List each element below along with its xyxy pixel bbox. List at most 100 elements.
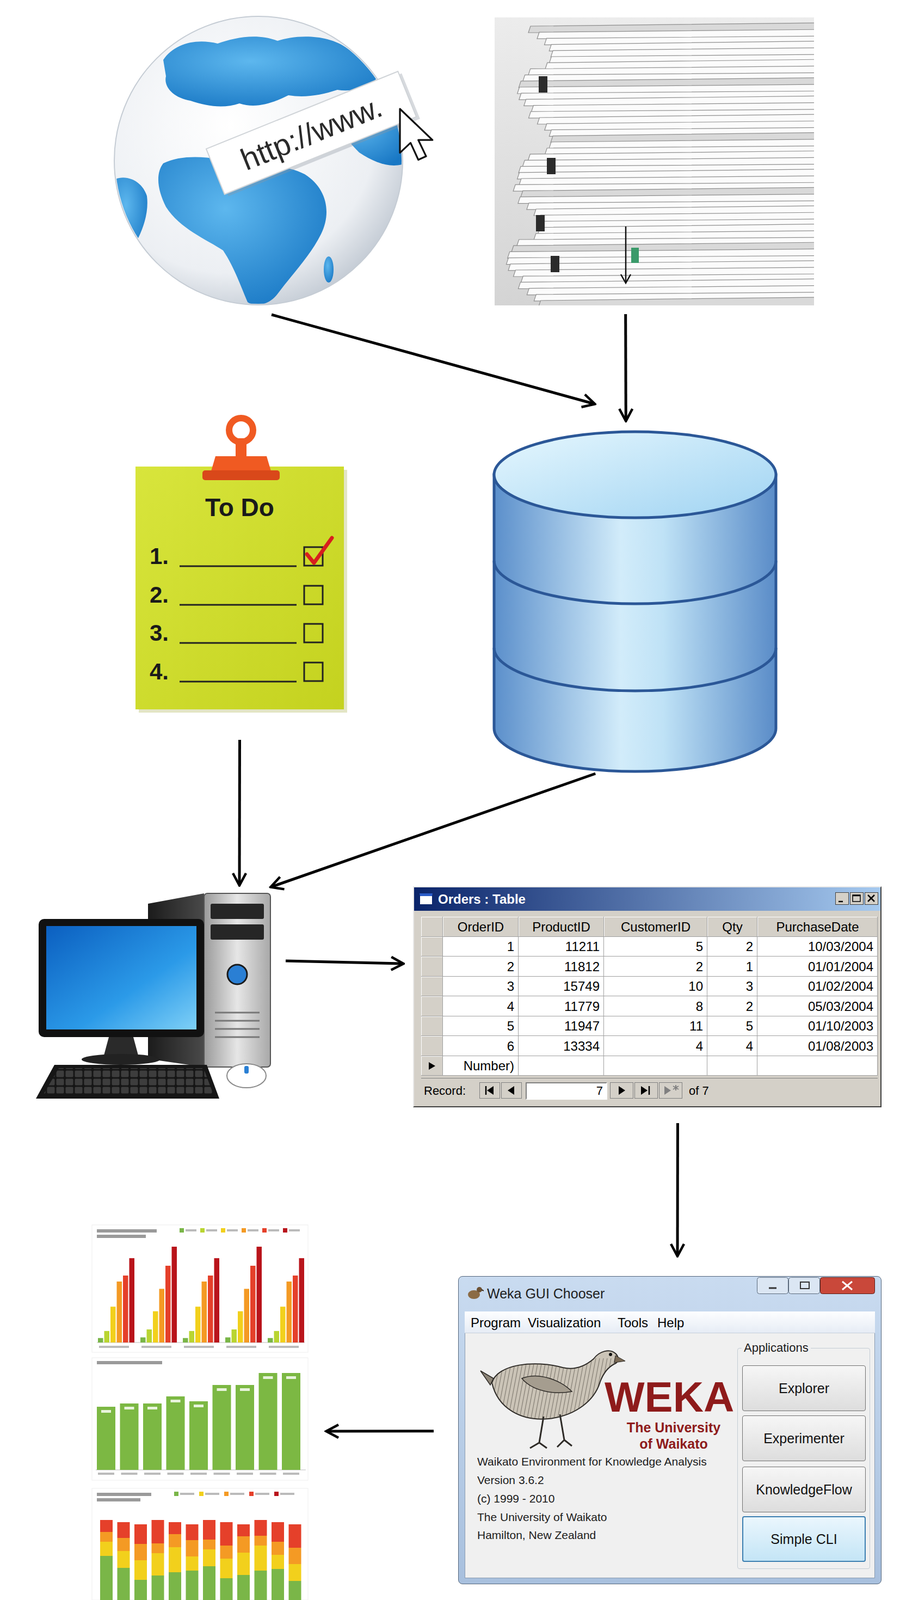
chart-illustration xyxy=(254,1544,268,1570)
table-cell xyxy=(421,976,443,997)
chart-illustration xyxy=(236,1471,254,1475)
computer-illustration xyxy=(244,1065,249,1074)
label-text: OrderID xyxy=(457,918,504,935)
table-cell xyxy=(603,956,708,977)
computer-illustration xyxy=(214,1019,260,1022)
paper-stack xyxy=(494,17,815,306)
text-slot: 13334 xyxy=(518,1035,604,1056)
computer-illustration xyxy=(226,1063,267,1088)
text-slot: 01/10/2003 xyxy=(757,1015,878,1037)
label-text: 2 xyxy=(746,938,754,954)
window-icon xyxy=(481,1289,484,1291)
label-text: WEKA xyxy=(604,1374,735,1419)
text-slot: (c) 1999 - 2010 xyxy=(477,1488,555,1507)
label-text: Experimenter xyxy=(763,1429,845,1446)
globe-illustration xyxy=(399,108,433,160)
chart-illustration xyxy=(226,1345,257,1348)
chart-illustration xyxy=(185,1228,197,1231)
computer-illustration xyxy=(38,918,205,1037)
text-slot: CustomerID xyxy=(603,916,708,937)
chart-illustration xyxy=(263,1375,274,1379)
text-slot: ProductID xyxy=(518,916,604,937)
chart-illustration xyxy=(186,1555,199,1570)
paper-stack-illustration xyxy=(535,76,639,283)
chart-illustration xyxy=(151,1574,165,1600)
globe-illustration xyxy=(111,16,433,305)
text-slot: Simple CLI xyxy=(743,1516,865,1561)
weka-bird xyxy=(484,1357,497,1421)
chart-illustration xyxy=(220,1557,233,1578)
window-buttons xyxy=(788,1277,821,1294)
chart-illustration xyxy=(151,1552,165,1575)
todo-note-illustration xyxy=(179,680,297,683)
todo-note-illustration xyxy=(202,470,280,480)
record-nav xyxy=(648,1085,651,1095)
chart-illustration xyxy=(220,1544,233,1558)
chart-illustration xyxy=(214,1257,220,1342)
chart-illustration xyxy=(247,1228,259,1231)
flow-arrow xyxy=(676,1122,680,1254)
label-text: Program xyxy=(470,1314,521,1330)
window-buttons xyxy=(842,1280,853,1290)
flow-arrow xyxy=(285,960,402,964)
label-text: 05/03/2004 xyxy=(808,997,874,1014)
text-slot: 01/01/2004 xyxy=(757,956,878,977)
chart-illustration xyxy=(202,1565,216,1600)
label-text: 3 xyxy=(746,977,754,994)
computer-illustration xyxy=(227,964,248,984)
chart-illustration xyxy=(271,1554,285,1569)
chart-illustration xyxy=(262,1227,267,1232)
chart-illustration xyxy=(271,1568,285,1600)
label-text: 2. xyxy=(149,581,169,609)
chart-illustration xyxy=(268,1345,299,1348)
weka-bird xyxy=(529,1415,547,1448)
label-text: 10/03/2004 xyxy=(808,938,874,954)
chart-illustration xyxy=(168,1546,182,1572)
weka-bird xyxy=(478,1357,490,1421)
label-text: 11947 xyxy=(564,1017,600,1034)
chart-illustration xyxy=(268,1228,280,1231)
label-text: 3 xyxy=(507,977,515,994)
chart-illustration xyxy=(193,1403,204,1407)
chart-illustration xyxy=(288,1523,302,1547)
chart-illustration xyxy=(220,1227,226,1232)
label-text: 5 xyxy=(695,938,704,954)
text-slot: Version 3.6.2 xyxy=(477,1469,545,1489)
flow-arrow xyxy=(271,314,593,404)
label-text: http://www. xyxy=(235,88,387,178)
database-cylinder xyxy=(492,428,778,772)
text-slot: 10 xyxy=(603,976,708,997)
record-nav xyxy=(610,1082,634,1099)
computer-illustration xyxy=(35,1064,220,1099)
window-buttons xyxy=(852,894,861,897)
chart-illustration xyxy=(267,1337,274,1342)
chart-illustration xyxy=(231,1328,238,1342)
weka-bird xyxy=(492,1357,505,1421)
chart-illustration xyxy=(199,1490,204,1496)
text-slot: Program xyxy=(470,1310,521,1333)
label-text: PurchaseDate xyxy=(775,918,859,935)
text-slot: 2 xyxy=(707,995,758,1016)
chart-illustration xyxy=(299,1257,305,1342)
label-text: 10 xyxy=(688,977,704,994)
record-nav xyxy=(487,1085,494,1095)
chart-illustration xyxy=(122,1274,129,1342)
row-selector xyxy=(428,1061,436,1070)
record-nav xyxy=(673,1085,679,1089)
record-nav xyxy=(479,1082,501,1099)
chart-illustration xyxy=(147,1406,158,1409)
chart-illustration xyxy=(100,1540,113,1556)
weka-bird xyxy=(526,1357,539,1421)
label-text: (c) 1999 - 2010 xyxy=(477,1490,555,1505)
chart-illustration xyxy=(195,1305,201,1342)
database-illustration xyxy=(494,647,776,691)
record-nav xyxy=(664,1085,671,1095)
computer-illustration xyxy=(214,1036,260,1038)
chart-illustration xyxy=(117,1567,131,1600)
record-nav xyxy=(609,1080,687,1100)
label-text: 11779 xyxy=(564,997,600,1014)
computer-illustration xyxy=(43,1067,214,1094)
todo-note: To Do1.2.3.4. xyxy=(135,411,344,710)
database-illustration xyxy=(494,560,776,604)
